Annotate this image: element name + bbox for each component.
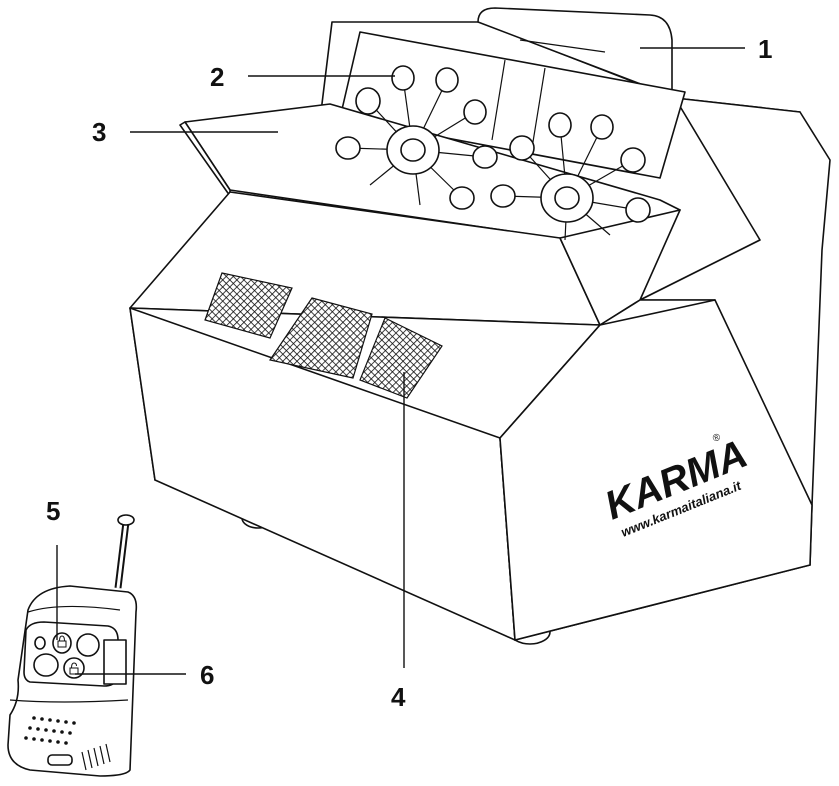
- handle-grip-line: [519, 39, 606, 53]
- vent-grille-right: [359, 317, 443, 399]
- machine-body: [129, 7, 831, 645]
- vent-grille-left: [204, 272, 293, 339]
- bubble-wand-right: [490, 112, 651, 241]
- label-4: 4: [391, 682, 406, 712]
- remote-button-c: [76, 633, 100, 657]
- unlock-icon: [69, 667, 79, 675]
- registered-mark: ®: [711, 432, 723, 445]
- remote-button-d: [33, 653, 59, 677]
- control-panel-divider-a: [491, 59, 506, 141]
- right-lower-panel: [499, 299, 813, 641]
- label-5: 5: [46, 496, 60, 526]
- control-panel: [339, 31, 686, 179]
- vent-grille-center: [269, 297, 373, 379]
- bubble-wand-left: [335, 65, 498, 210]
- label-1: 1: [758, 34, 772, 64]
- label-3: 3: [92, 117, 106, 147]
- remote-control: [7, 514, 138, 777]
- speaker-holes: [24, 716, 76, 745]
- carry-handle: [477, 7, 673, 97]
- remote-top-edge: [27, 605, 121, 613]
- remote-slot: [47, 754, 73, 766]
- antenna-tip: [117, 514, 135, 526]
- remote-grip-ridges: [81, 743, 111, 771]
- remote-lower-divider: [9, 699, 129, 703]
- lock-icon: [57, 640, 67, 648]
- remote-led: [34, 636, 46, 650]
- remote-side-tab: [103, 639, 127, 685]
- control-panel-divider-b: [531, 67, 546, 149]
- label-2: 2: [210, 62, 224, 92]
- label-6: 6: [200, 660, 214, 690]
